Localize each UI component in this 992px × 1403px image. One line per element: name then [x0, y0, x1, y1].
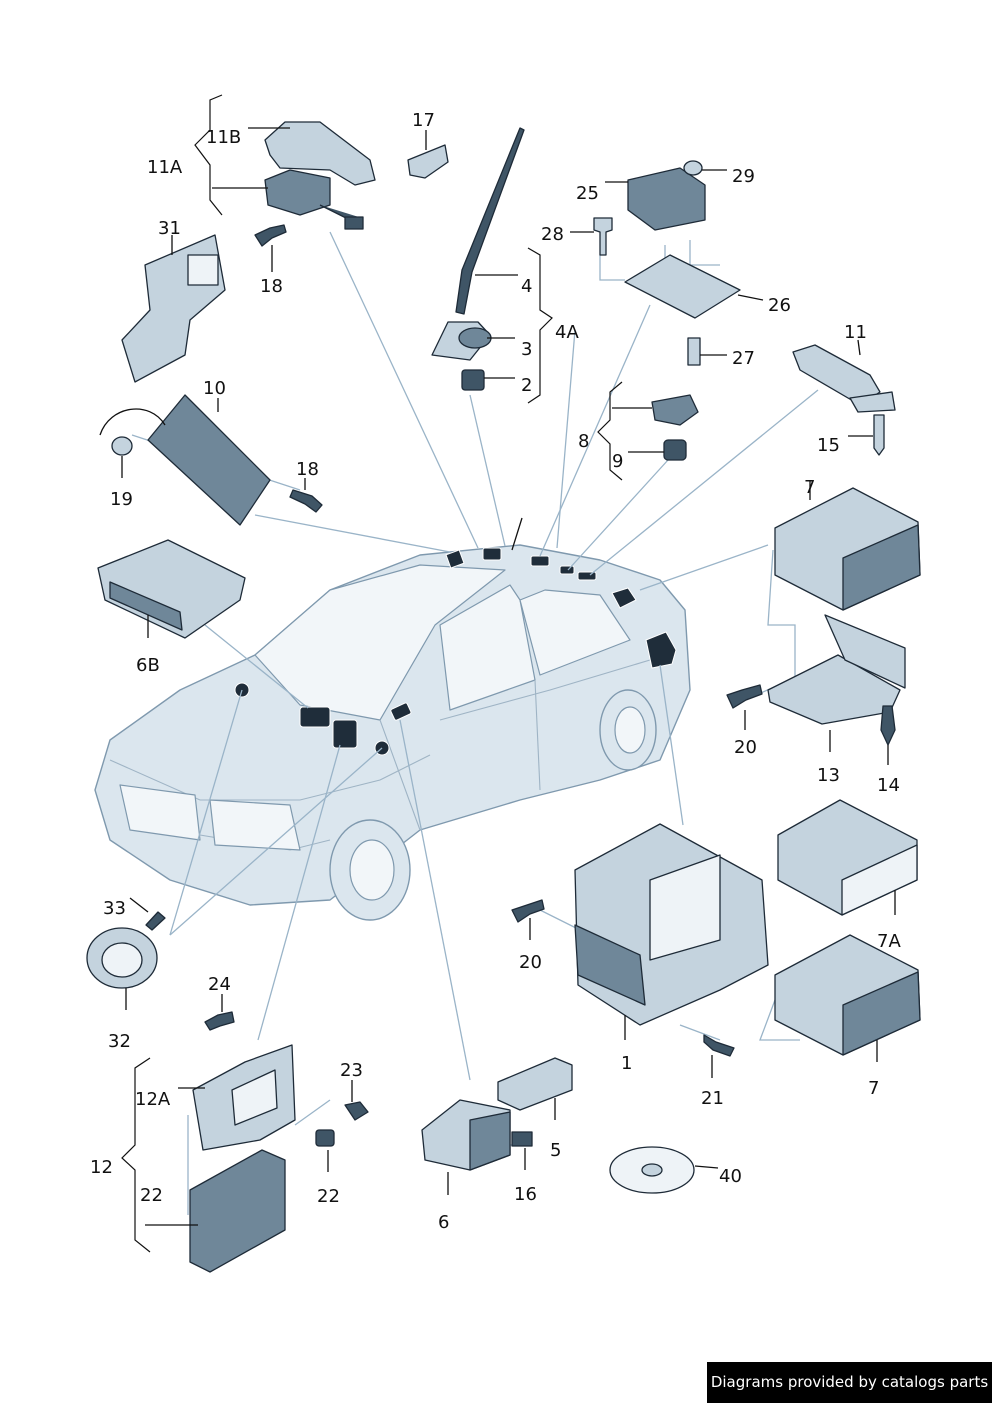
part-23-screw — [344, 1101, 369, 1121]
label-3: 3 — [521, 339, 532, 360]
label-18-mid: 18 — [296, 459, 319, 480]
label-22-left: 22 — [140, 1185, 163, 1206]
parts — [86, 121, 921, 1273]
part-18b-screw — [289, 489, 323, 513]
label-7a: 7A — [877, 931, 901, 952]
label-12a: 12A — [135, 1089, 171, 1110]
car-illustration — [94, 517, 691, 921]
label-19: 19 — [110, 489, 133, 510]
part-5-cover — [497, 1057, 573, 1111]
credit-banner: Diagrams provided by catalogs parts — [707, 1362, 992, 1403]
part-8-cap — [651, 394, 699, 426]
part-24-screw — [204, 1011, 235, 1031]
label-5: 5 — [550, 1140, 561, 1161]
connector-lines — [131, 231, 819, 1215]
part-labels: 11B 11A 17 31 18 4 4A 3 2 25 29 28 26 27… — [90, 110, 901, 1233]
label-22-right: 22 — [317, 1186, 340, 1207]
part-6b-radio — [97, 539, 246, 639]
part-11a-module — [264, 169, 331, 216]
part-18-screw — [254, 224, 287, 247]
label-11a: 11A — [147, 157, 183, 178]
label-1: 1 — [621, 1053, 632, 1074]
part-21-screw — [703, 1034, 735, 1057]
label-11b: 11B — [206, 127, 241, 148]
label-21: 21 — [701, 1088, 724, 1109]
label-9: 9 — [612, 451, 623, 472]
part-11b-cover — [264, 121, 376, 186]
label-27: 27 — [732, 348, 755, 369]
part-25-module — [627, 167, 706, 231]
part-20-screw — [726, 684, 763, 709]
label-33: 33 — [103, 898, 126, 919]
label-11: 11 — [844, 322, 867, 343]
label-6: 6 — [438, 1212, 449, 1233]
part-10-module — [147, 394, 271, 526]
label-15: 15 — [817, 435, 840, 456]
label-32: 32 — [108, 1031, 131, 1052]
part-4-antenna — [455, 127, 525, 315]
part-16-clip — [511, 1131, 533, 1147]
label-10: 10 — [203, 378, 226, 399]
part-9-grommet — [663, 439, 687, 461]
part-15-screw — [873, 414, 885, 456]
part-29-nut — [683, 160, 703, 176]
label-18-top: 18 — [260, 276, 283, 297]
label-17: 17 — [412, 110, 435, 131]
label-7-bottom: 7 — [868, 1078, 879, 1099]
label-13: 13 — [817, 765, 840, 786]
part-28-bolt — [593, 217, 613, 256]
part-22-module — [189, 1149, 286, 1273]
label-23: 23 — [340, 1060, 363, 1081]
label-4a: 4A — [555, 322, 579, 343]
label-20-right: 20 — [734, 737, 757, 758]
part-20b-screw — [511, 899, 545, 923]
part-26-plate — [624, 254, 741, 319]
label-12: 12 — [90, 1157, 113, 1178]
part-11-sensor — [792, 344, 881, 406]
part-14-clip — [880, 705, 896, 746]
part-27-bolt — [687, 337, 701, 366]
label-31: 31 — [158, 218, 181, 239]
label-24: 24 — [208, 974, 231, 995]
label-25: 25 — [576, 183, 599, 204]
label-29: 29 — [732, 166, 755, 187]
label-14: 14 — [877, 775, 900, 796]
part-22b-nut — [315, 1129, 335, 1147]
label-6b: 6B — [136, 655, 160, 676]
part-19-nut — [111, 436, 133, 456]
label-2: 2 — [521, 375, 532, 396]
label-28: 28 — [541, 224, 564, 245]
part-33-screw — [145, 911, 166, 931]
label-20-mid: 20 — [519, 952, 542, 973]
label-4: 4 — [521, 276, 532, 297]
label-40: 40 — [719, 1166, 742, 1187]
label-7-top: 7 — [804, 477, 815, 498]
part-2-nut — [461, 369, 485, 391]
leader-lines — [121, 94, 896, 1253]
part-17-clip — [407, 144, 449, 179]
label-16: 16 — [514, 1184, 537, 1205]
label-26: 26 — [768, 295, 791, 316]
label-8: 8 — [578, 431, 589, 452]
